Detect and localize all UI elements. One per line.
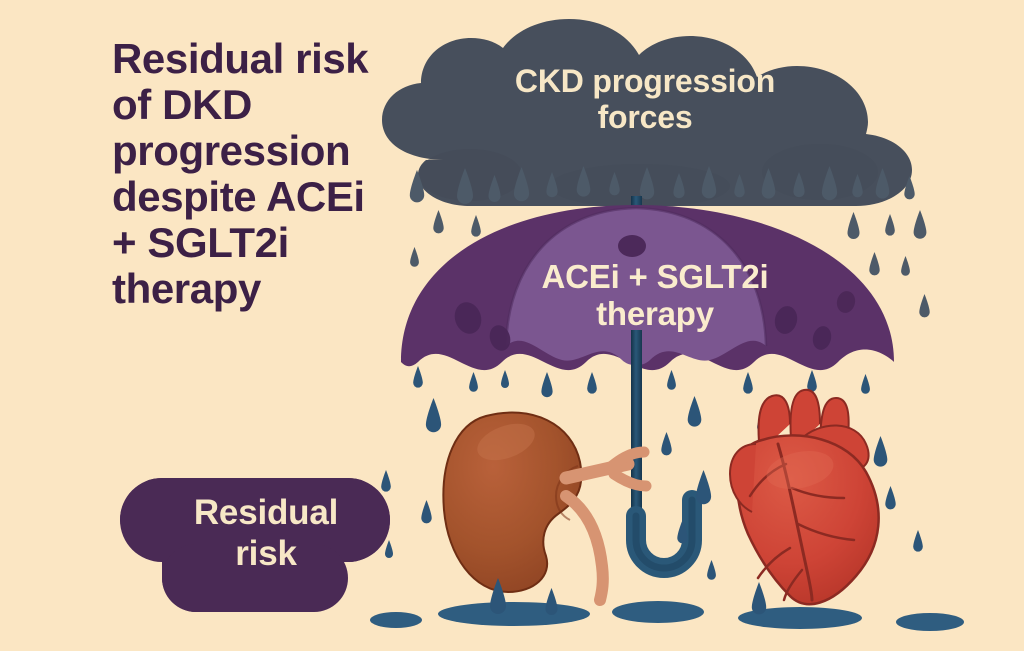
puddles	[370, 578, 964, 631]
umbrella-label: ACEi + SGLT2i therapy	[541, 258, 769, 333]
residual-risk-badge-label: Residual risk	[193, 493, 339, 574]
kidney-illustration	[442, 411, 652, 606]
residual-risk-badge[interactable]	[120, 478, 390, 612]
umbrella-handle	[626, 330, 702, 578]
heart-illustration	[728, 388, 880, 606]
cloud-label: CKD progression forces	[514, 63, 776, 135]
page-title: Residual risk of DKD progression despite…	[112, 35, 369, 312]
umbrella-canopy	[401, 205, 894, 371]
storm-cloud	[382, 19, 912, 208]
